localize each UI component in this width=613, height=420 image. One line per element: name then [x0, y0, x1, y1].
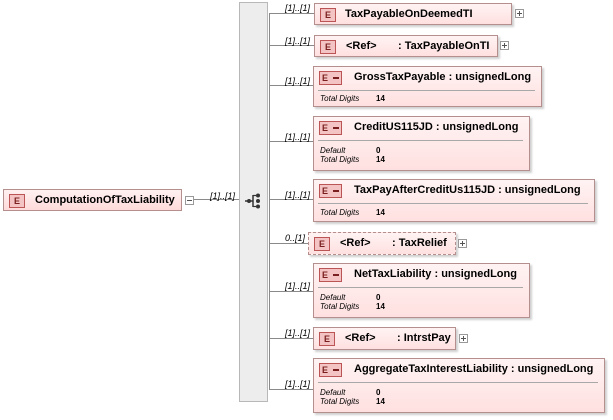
element-nettaxliability[interactable]: E NetTaxLiability : unsignedLong Default… [313, 263, 530, 318]
multiplicity-c2: [1]..[1] [285, 36, 311, 46]
element-icon: E [314, 237, 330, 251]
element-grosstaxpayable[interactable]: E GrossTaxPayable : unsignedLong Total D… [313, 66, 542, 107]
facet-value: 0 [376, 293, 381, 302]
element-simple-icon: E [319, 71, 342, 85]
element-ref-taxpayableonti[interactable]: E <Ref> : TaxPayableOnTI [314, 35, 498, 57]
root-element[interactable]: E ComputationOfTaxLiability [3, 189, 182, 211]
separator [318, 140, 523, 141]
multiplicity-c7: [1]..[1] [285, 281, 311, 291]
ref-label: <Ref> [340, 237, 371, 249]
ref-label: <Ref> [345, 332, 376, 344]
element-creditus115jd[interactable]: E CreditUS115JD : unsignedLong Default 0… [313, 116, 530, 171]
root-element-name: ComputationOfTaxLiability [35, 194, 175, 206]
element-icon: E [320, 40, 336, 54]
connector-c7 [269, 291, 313, 292]
element-name: CreditUS115JD : unsignedLong [354, 121, 519, 133]
connector-root-to-sequence [194, 199, 239, 200]
separator [318, 203, 588, 204]
expand-toggle-intrstpay[interactable] [459, 334, 468, 343]
facet-label: Total Digits [320, 155, 360, 164]
sequence-compositor[interactable] [239, 2, 268, 402]
element-name: TaxPayAfterCreditUs115JD : unsignedLong [354, 184, 581, 196]
connector-c8 [269, 338, 313, 339]
multiplicity-c8: [1]..[1] [285, 328, 311, 338]
multiplicity-c5: [1]..[1] [285, 190, 311, 200]
connector-c4 [269, 141, 313, 142]
facet-label: Default [320, 293, 346, 302]
multiplicity-c1: [1]..[1] [285, 3, 311, 13]
element-ref-intrstpay[interactable]: E <Ref> : IntrstPay [313, 327, 456, 350]
element-simple-icon: E [319, 184, 342, 198]
facet-value: 0 [376, 388, 381, 397]
sequence-icon [245, 193, 260, 209]
element-simple-icon: E [319, 268, 342, 282]
facet-value: 14 [376, 302, 385, 311]
multiplicity-c6: 0..[1] [285, 233, 306, 243]
ref-label: <Ref> [346, 40, 377, 52]
facet-label: Total Digits [320, 302, 360, 311]
separator [318, 90, 535, 91]
multiplicity-c4: [1]..[1] [285, 132, 311, 142]
element-name: : IntrstPay [397, 332, 451, 344]
expand-toggle-taxpayableondeemedti[interactable] [515, 9, 524, 18]
element-name: AggregateTaxInterestLiability : unsigned… [354, 363, 594, 375]
element-simple-icon: E [319, 121, 342, 135]
element-simple-icon: E [319, 363, 342, 377]
multiplicity-root: [1]..[1] [210, 191, 236, 201]
facet-value: 14 [376, 155, 385, 164]
collapse-toggle-root[interactable] [185, 196, 194, 205]
separator [318, 382, 598, 383]
element-name: TaxPayableOnDeemedTI [345, 8, 473, 20]
element-taxpayableondeemedti[interactable]: E TaxPayableOnDeemedTI [314, 3, 512, 25]
element-name: : TaxPayableOnTI [398, 40, 490, 52]
element-aggregatetaxinterestliability[interactable]: E AggregateTaxInterestLiability : unsign… [313, 358, 605, 413]
multiplicity-c3: [1]..[1] [285, 76, 311, 86]
facet-value: 0 [376, 146, 381, 155]
connector-c1 [269, 13, 314, 14]
element-icon: E [9, 194, 25, 208]
separator [318, 287, 523, 288]
connector-c2 [269, 45, 314, 46]
connector-c6 [269, 243, 308, 244]
facet-label: Default [320, 146, 346, 155]
facet-label: Total Digits [320, 208, 360, 217]
connector-c9 [269, 389, 313, 390]
facet-label: Total Digits [320, 397, 360, 406]
element-icon: E [320, 8, 336, 22]
element-name: GrossTaxPayable : unsignedLong [354, 71, 532, 83]
element-icon: E [319, 332, 335, 346]
connector-c5 [269, 199, 313, 200]
facet-value: 14 [376, 397, 385, 406]
element-taxpayaftercreditus115jd[interactable]: E TaxPayAfterCreditUs115JD : unsignedLon… [313, 179, 595, 222]
multiplicity-c9: [1]..[1] [285, 379, 311, 389]
facet-value: 14 [376, 94, 385, 103]
facet-value: 14 [376, 208, 385, 217]
element-name: NetTaxLiability : unsignedLong [354, 268, 517, 280]
facet-label: Total Digits [320, 94, 360, 103]
connector-c3 [269, 85, 313, 86]
element-ref-taxrelief[interactable]: E <Ref> : TaxRelief [308, 232, 456, 255]
expand-toggle-taxpayableonti[interactable] [500, 41, 509, 50]
facet-label: Default [320, 388, 346, 397]
element-name: : TaxRelief [392, 237, 447, 249]
expand-toggle-taxrelief[interactable] [458, 239, 467, 248]
connector-spine [269, 13, 270, 389]
